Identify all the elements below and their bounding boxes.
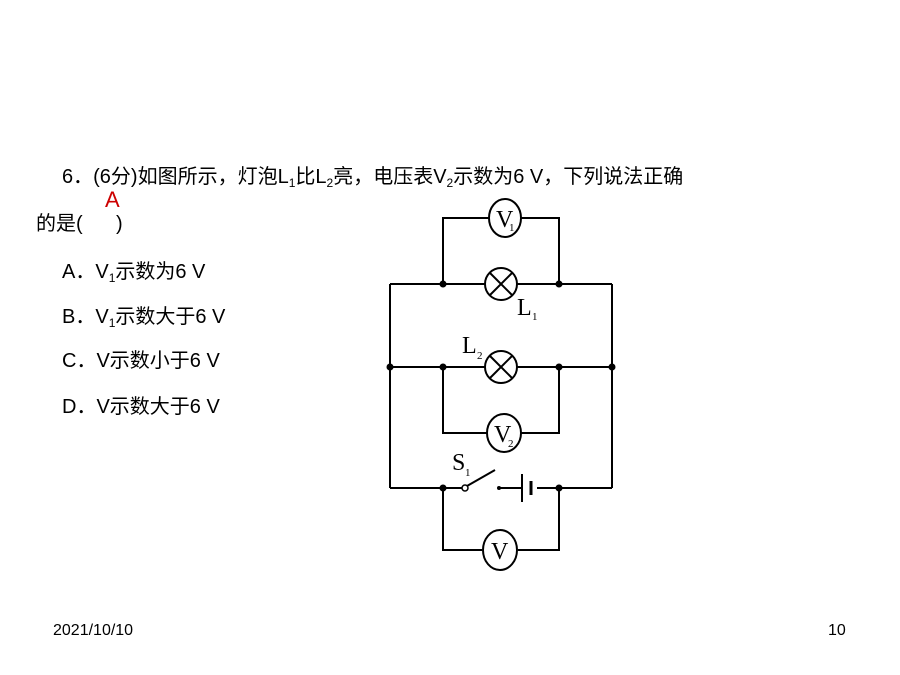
switch-s1: S 1	[452, 450, 501, 492]
voltmeter-v1: V 1	[488, 198, 522, 238]
label-l2: L 2	[462, 333, 483, 362]
voltmeter-v2: V 2	[486, 413, 522, 453]
lamp-l1	[484, 267, 518, 301]
svg-text:1: 1	[509, 222, 515, 234]
svg-text:V: V	[491, 539, 509, 565]
label-l1: L 1	[517, 295, 538, 323]
option-b: B．V1示数大于6 V	[62, 306, 226, 330]
junction-dots	[386, 280, 616, 492]
battery	[521, 474, 533, 502]
lamp-l2	[484, 350, 518, 384]
page-number: 10	[828, 622, 846, 639]
option-d: D．V示数大于6 V	[62, 396, 220, 418]
option-a: A．V1示数为6 V	[62, 261, 206, 285]
svg-text:L: L	[517, 295, 532, 321]
svg-text:S: S	[452, 450, 465, 476]
svg-text:2: 2	[508, 438, 514, 450]
question-line-1: 6．(6分)如图所示，灯泡L1比L2亮，电压表V2示数为6 V，下列说法正确	[62, 166, 684, 190]
voltmeter-v: V	[482, 529, 518, 571]
circuit-wires	[389, 217, 613, 551]
svg-text:L: L	[462, 333, 477, 359]
answer-mark: A	[105, 187, 120, 212]
svg-text:V: V	[494, 422, 512, 448]
svg-text:1: 1	[465, 467, 471, 479]
svg-text:1: 1	[532, 311, 538, 323]
footer-date: 2021/10/10	[53, 622, 134, 639]
svg-text:V: V	[496, 207, 514, 233]
question-line-2: 的是( )	[36, 213, 123, 235]
option-c: C．V示数小于6 V	[62, 350, 220, 372]
svg-text:2: 2	[477, 350, 483, 362]
